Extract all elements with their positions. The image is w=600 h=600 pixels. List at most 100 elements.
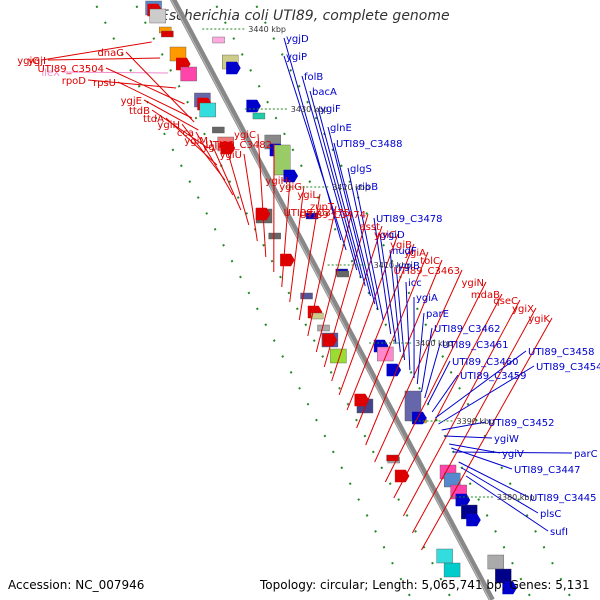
- left-gene-label: ygiK: [528, 314, 550, 325]
- genome-backbone-highlight: [170, 0, 491, 600]
- right-leader-line: [451, 447, 513, 470]
- gene-block: [161, 30, 174, 38]
- tick-label: 3390 kbp: [457, 417, 495, 426]
- tick-label: 3400 kbp: [415, 339, 453, 348]
- left-gene-label: dnaG: [97, 48, 124, 59]
- left-gene-label: UTI89_C3474: [299, 210, 366, 221]
- right-leader-line: [373, 217, 392, 335]
- right-gene-label: ygiW: [494, 434, 519, 445]
- left-leader-line: [117, 81, 193, 119]
- right-leader-line: [427, 360, 451, 405]
- gene-block: [268, 232, 281, 240]
- left-leader-line: [384, 281, 487, 483]
- right-leader-line: [438, 365, 535, 425]
- gene-block: [300, 292, 313, 300]
- right-label-leaders: [283, 37, 573, 532]
- right-gene-label: folB: [304, 72, 323, 83]
- right-gene-label: parC: [574, 449, 598, 460]
- right-gene-label: nudF: [392, 246, 417, 257]
- gene-block: [317, 324, 330, 332]
- gene-arrow: [280, 253, 295, 267]
- left-gene-label: ygiC: [374, 230, 396, 241]
- gene-block: [180, 66, 197, 82]
- left-leader-line: [323, 213, 369, 368]
- left-leader-line: [298, 193, 321, 321]
- right-gene-label: ygiD: [382, 230, 405, 241]
- left-gene-label: ttdB: [129, 106, 150, 117]
- right-gene-label: UTI89_C3462: [434, 324, 501, 335]
- left-gene-label: ygiG: [279, 182, 302, 193]
- right-leader-line: [405, 281, 411, 371]
- right-gene-label: UTI89_C3488: [336, 139, 403, 150]
- right-leader-line: [453, 451, 573, 454]
- tick-label: 3430 kbp: [291, 105, 329, 114]
- gene-block: [487, 554, 505, 570]
- right-gene-label: ygjD: [286, 34, 309, 45]
- left-gene-label: ygiM: [184, 136, 208, 147]
- right-gene-label: glgS: [350, 164, 372, 175]
- left-gene-labels: ygjGygjIileXrpoDUTI89_C3504rpsUdnaGygjEt…: [17, 48, 550, 325]
- left-leader-line: [41, 41, 152, 61]
- right-leader-line: [379, 233, 397, 345]
- right-leader-line: [283, 37, 342, 241]
- gene-block: [310, 312, 324, 320]
- left-gene-label: UTI89_C3463: [393, 266, 460, 277]
- right-leader-line: [327, 126, 372, 297]
- right-gene-label: ygiF: [320, 104, 341, 115]
- gene-block: [377, 346, 394, 362]
- right-leader-line: [355, 185, 384, 321]
- gene-block: [436, 548, 453, 564]
- left-gene-label: mdaB: [471, 290, 500, 301]
- left-leader-line: [209, 139, 242, 211]
- left-gene-label: cca: [177, 128, 194, 139]
- tick-label: 3420 kbp: [332, 183, 370, 192]
- right-gene-label: UTI89_C3478: [376, 214, 443, 225]
- gene-block: [386, 454, 399, 462]
- right-gene-label: ygiA: [416, 293, 438, 304]
- left-gene-label: ygiN: [461, 278, 484, 289]
- left-leader-line: [195, 131, 234, 196]
- right-leader-line: [283, 55, 347, 251]
- gene-arrow: [246, 99, 261, 113]
- gene-block: [443, 562, 461, 578]
- gene-arrow: [220, 141, 236, 155]
- left-gene-label: UTI89_C3482: [205, 140, 272, 151]
- left-gene-label: ygiH: [157, 120, 180, 131]
- left-gene-label: ygiC: [234, 130, 256, 141]
- left-gene-label: rpsU: [93, 78, 116, 89]
- gene-block: [330, 348, 347, 364]
- right-leader-line: [424, 343, 441, 399]
- left-gene-label: ttdA: [143, 114, 164, 125]
- left-gene-label: ileX: [41, 68, 60, 79]
- genome-backbone: [169, 0, 495, 600]
- left-gene-label: ygiL: [297, 190, 318, 201]
- topology-text: Topology: circular; Length: 5,065,741 bp…: [260, 578, 590, 592]
- left-leader-line: [331, 225, 383, 382]
- gene-block: [336, 270, 350, 278]
- left-gene-label: UTI89_C3475: [283, 208, 350, 219]
- left-leader-line: [393, 293, 503, 499]
- genome-title: Escherichia coli UTI89, complete genome: [160, 8, 450, 24]
- gene-arrow: [466, 513, 481, 527]
- outer-left-guide: [92, 0, 413, 600]
- right-gene-label: UTI89_C3452: [488, 418, 555, 429]
- right-leader-line: [421, 327, 433, 393]
- right-gene-label: glnE: [330, 123, 352, 134]
- left-leader-line: [225, 145, 250, 226]
- outer-right-guide: [252, 0, 573, 600]
- gene-block: [252, 112, 266, 120]
- left-gene-label: ygiK: [202, 142, 224, 153]
- left-leader-line: [411, 307, 537, 534]
- left-leader-line: [307, 205, 337, 337]
- gene-block: [212, 36, 225, 44]
- right-leader-line: [441, 421, 487, 431]
- right-leader-line: [309, 90, 362, 279]
- left-leader-line: [125, 51, 195, 123]
- gene-block: [212, 126, 225, 134]
- gene-arrow: [322, 333, 338, 347]
- right-leader-line: [458, 461, 529, 498]
- left-gene-label: ygiA: [404, 248, 426, 259]
- left-gene-label: ygiH: [265, 176, 288, 187]
